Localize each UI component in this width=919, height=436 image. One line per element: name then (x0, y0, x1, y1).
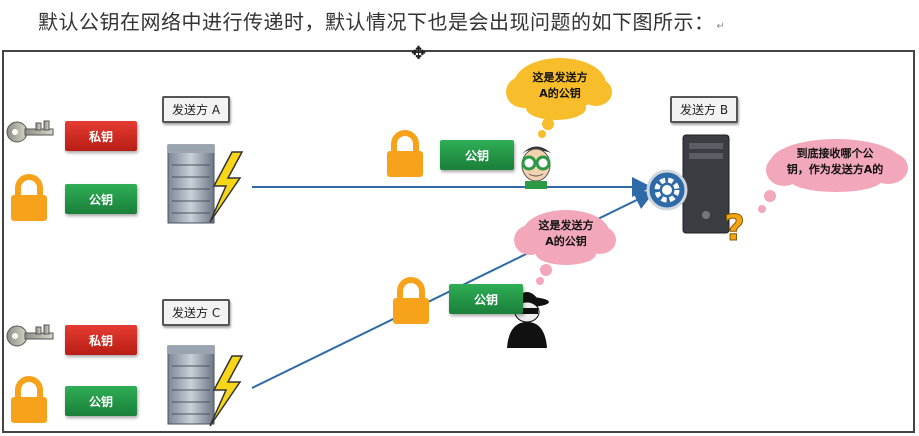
return-mark: ↵ (716, 21, 726, 32)
thought-bubble-middle (514, 210, 616, 285)
lightning-icon (209, 355, 244, 427)
bubble-receiver-text: 到底接收哪个公 钥，作为发送方A的 (770, 146, 900, 178)
public-key-badge-a: 公钥 (65, 184, 137, 214)
private-key-badge-a: 私钥 (65, 121, 137, 151)
public-key-badge-c: 公钥 (65, 386, 137, 416)
bubble-middle-line2: A的公钥 (545, 235, 587, 248)
key-icon (6, 324, 54, 347)
public-key-badge-middle: 公钥 (449, 284, 523, 314)
bubble-top-line1: 这是发送方 (532, 71, 588, 84)
lock-icon (11, 376, 47, 423)
bubble-middle-text: 这是发送方 A的公钥 (524, 218, 608, 250)
public-key-badge-top: 公钥 (440, 140, 514, 170)
eavesdropper-icon (521, 146, 551, 189)
sender-a-label: 发送方 A (162, 96, 231, 123)
server-b-icon (682, 134, 730, 234)
page-heading: 默认公钥在网络中进行传递时，默认情况下也是会出现问题的如下图所示：↵ (38, 6, 725, 35)
diagram-frame (2, 50, 915, 433)
lightning-icon (209, 151, 244, 223)
server-c-icon (167, 345, 215, 425)
bubble-receiver-line1: 到底接收哪个公 (796, 147, 874, 160)
question-mark-icon: ? (724, 208, 745, 249)
bubble-top-text: 这是发送方 A的公钥 (518, 70, 602, 102)
thought-bubble-receiver (758, 139, 908, 213)
private-key-badge-c: 私钥 (65, 325, 137, 355)
thought-bubble-top (506, 58, 612, 138)
bubble-middle-line1: 这是发送方 (538, 219, 594, 232)
server-a-icon (167, 144, 215, 224)
gear-icon (646, 169, 688, 211)
sender-b-label: 发送方 B (670, 96, 739, 123)
lock-icon (393, 277, 429, 324)
key-icon (6, 120, 54, 143)
bubble-top-line2: A的公钥 (539, 87, 581, 100)
lock-icon (387, 130, 423, 177)
sender-c-label: 发送方 C (162, 299, 231, 326)
cursor-icon: ✥ (411, 43, 427, 64)
heading-text: 默认公钥在网络中进行传递时，默认情况下也是会出现问题的如下图所示： (38, 10, 715, 34)
lock-icon (11, 174, 47, 221)
bubble-receiver-line2: 钥，作为发送方A的 (786, 163, 884, 176)
